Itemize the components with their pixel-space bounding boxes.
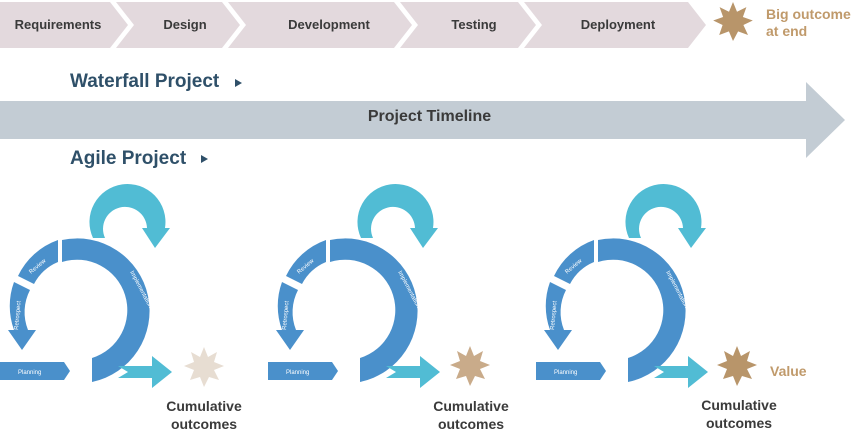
big-outcome-star-icon [713,2,753,41]
retrospect-label-3: Retrospect [550,300,559,330]
timeline-label: Project Timeline [367,108,492,125]
big-outcome-label: Big outcome at end [766,6,851,39]
phase-deployment-label: Deployment [580,17,656,32]
phase-requirements-label: Requirements [14,17,102,32]
retrospect-label-2: Retrospect [282,300,291,330]
phase-development-label: Development [288,17,370,32]
retrospect-label-1: Retrospect [14,300,23,330]
chevron-requirements [0,2,128,48]
phase-design-label: Design [163,17,207,32]
agile-title: Agile Project [70,148,187,169]
chevron-design [116,2,240,48]
waterfall-title-arrow-icon [235,79,242,87]
planning-label-3: Planning [554,370,577,376]
waterfall-title: Waterfall Project [70,71,220,92]
waterfall-chevrons [0,2,706,48]
planning-label-2: Planning [286,370,309,376]
outcome-star-icon-3 [717,346,757,386]
phase-testing-label: Testing [451,17,497,32]
agile-cycle-3: Planning Review Implementation Retrospec… [536,184,708,388]
agile-cycle-2: Planning Review Implementation Retrospec… [268,184,440,388]
outcome-label-3: Cumulative outcomes [701,397,777,431]
chevron-deployment [524,2,706,48]
timeline-arrow [0,82,845,158]
value-label: Value [770,363,807,379]
chevron-testing [400,2,536,48]
outcome-star-icon-2 [450,346,490,386]
planning-label-1: Planning [18,370,41,376]
agile-title-arrow-icon [201,155,208,163]
outcome-star-icon-1 [184,347,224,387]
chevron-development [228,2,412,48]
agile-cycle-1: Planning Review Implementation Retrospec… [0,184,172,388]
